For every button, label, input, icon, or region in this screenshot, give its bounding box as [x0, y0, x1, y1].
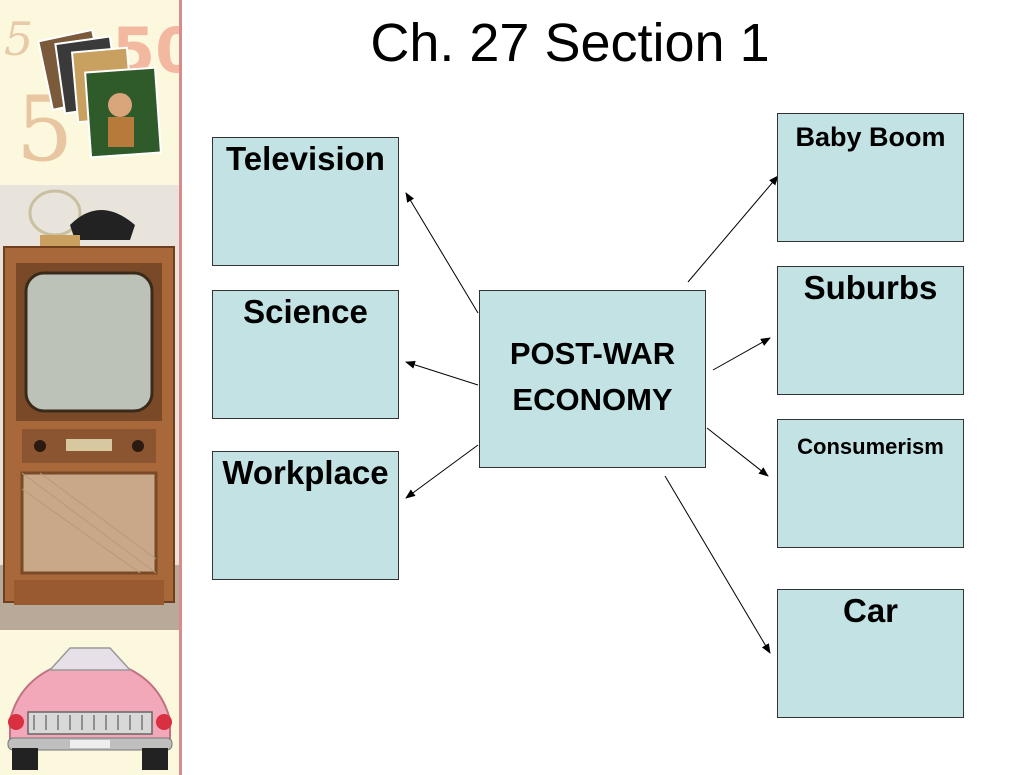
box-label: Car: [842, 592, 899, 629]
arrow-to-baby-boom: [687, 175, 779, 283]
vintage-television-icon: [0, 185, 180, 630]
arrow-to-car: [664, 475, 771, 654]
box-baby-boom: Baby Boom: [777, 113, 964, 242]
box-label: Workplace: [222, 454, 389, 491]
arrow-to-science: [405, 360, 479, 386]
center-label-line2: ECONOMY: [512, 382, 673, 417]
svg-text:5: 5: [4, 12, 33, 66]
box-label: Suburbs: [803, 269, 938, 306]
sidebar-images: 5 50 5: [0, 0, 180, 775]
box-science: Science: [212, 290, 399, 419]
box-label: Consumerism: [797, 434, 944, 459]
page-title: Ch. 27 Section 1: [370, 13, 770, 73]
box-suburbs: Suburbs: [777, 266, 964, 395]
pink-cadillac-icon: [7, 647, 173, 770]
box-label: Science: [243, 293, 368, 330]
arrow-to-suburbs: [712, 337, 771, 371]
box-consumerism: Consumerism: [777, 419, 964, 548]
box-label: Television: [226, 140, 385, 177]
arrow-to-television: [405, 192, 479, 314]
fifties-collage-icon: 5 50 5: [4, 12, 180, 182]
sidebar-divider: [179, 0, 182, 775]
box-workplace: Workplace: [212, 451, 399, 580]
arrow-to-consumerism: [706, 427, 769, 477]
center-label-line1: POST-WAR: [509, 336, 676, 371]
center-box-post-war-economy: POST-WAR ECONOMY: [479, 290, 706, 468]
box-label: Baby Boom: [795, 122, 946, 152]
arrow-to-workplace: [405, 444, 479, 499]
box-car: Car: [777, 589, 964, 718]
box-television: Television: [212, 137, 399, 266]
